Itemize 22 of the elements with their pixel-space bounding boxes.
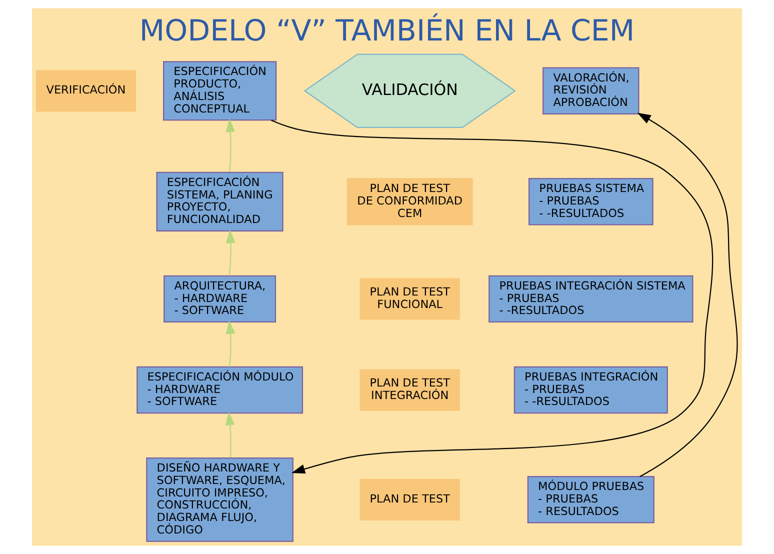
arrow bbox=[226, 118, 236, 172]
node-box: ESPECIFICACIÓN MÓDULO - HARDWARE - SOFTWARE bbox=[136, 366, 304, 414]
node-box: PLAN DE TEST DE CONFORMIDAD CEM bbox=[346, 178, 473, 226]
node-box: PLAN DE TEST bbox=[360, 478, 460, 520]
arrow bbox=[270, 120, 714, 474]
node-box: PRUEBAS SISTEMA - PRUEBAS - -RESULTADOS bbox=[528, 178, 654, 226]
node-box: VERIFICACIÓN bbox=[36, 70, 136, 112]
node-box: PRUEBAS INTEGRACIÓN - PRUEBAS - -RESULTADOS bbox=[514, 366, 668, 414]
node-box: ESPECIFICACIÓN SISTEMA, PLANING PROYECTO, FUNCIONALIDAD bbox=[156, 172, 284, 232]
node-box: DISEÑO HARDWARE Y SOFTWARE, ESQUEMA, CIRCUITO IMPRESO, CONSTRUCCIÓN, DIAGRAMA FLUJO, CÓDIGO bbox=[146, 458, 294, 542]
node-box: ARQUITECTURA, - HARDWARE - SOFTWARE bbox=[164, 275, 276, 323]
arrow bbox=[225, 412, 235, 458]
node-box: PLAN DE TEST FUNCIONAL bbox=[360, 278, 460, 320]
node-box: PRUEBAS INTEGRACIÓN SISTEMA - PRUEBAS - -RESULTADOS bbox=[488, 275, 694, 323]
node-box: ESPECIFICACIÓN PRODUCTO, ANÁLISIS CONCEPTUAL bbox=[163, 61, 277, 121]
arrow bbox=[226, 320, 236, 367]
node-box: PLAN DE TEST INTEGRACIÓN bbox=[360, 369, 460, 411]
arrow bbox=[226, 230, 236, 276]
node-box: VALORACIÓN, REVISIÓN APROBACIÓN bbox=[542, 67, 640, 114]
diagram-title: MODELO “V” TAMBIÉN EN LA CEM bbox=[139, 14, 635, 48]
arrow bbox=[637, 112, 738, 478]
node-box: MÓDULO PRUEBAS - PRUEBAS - RESULTADOS bbox=[527, 476, 654, 524]
